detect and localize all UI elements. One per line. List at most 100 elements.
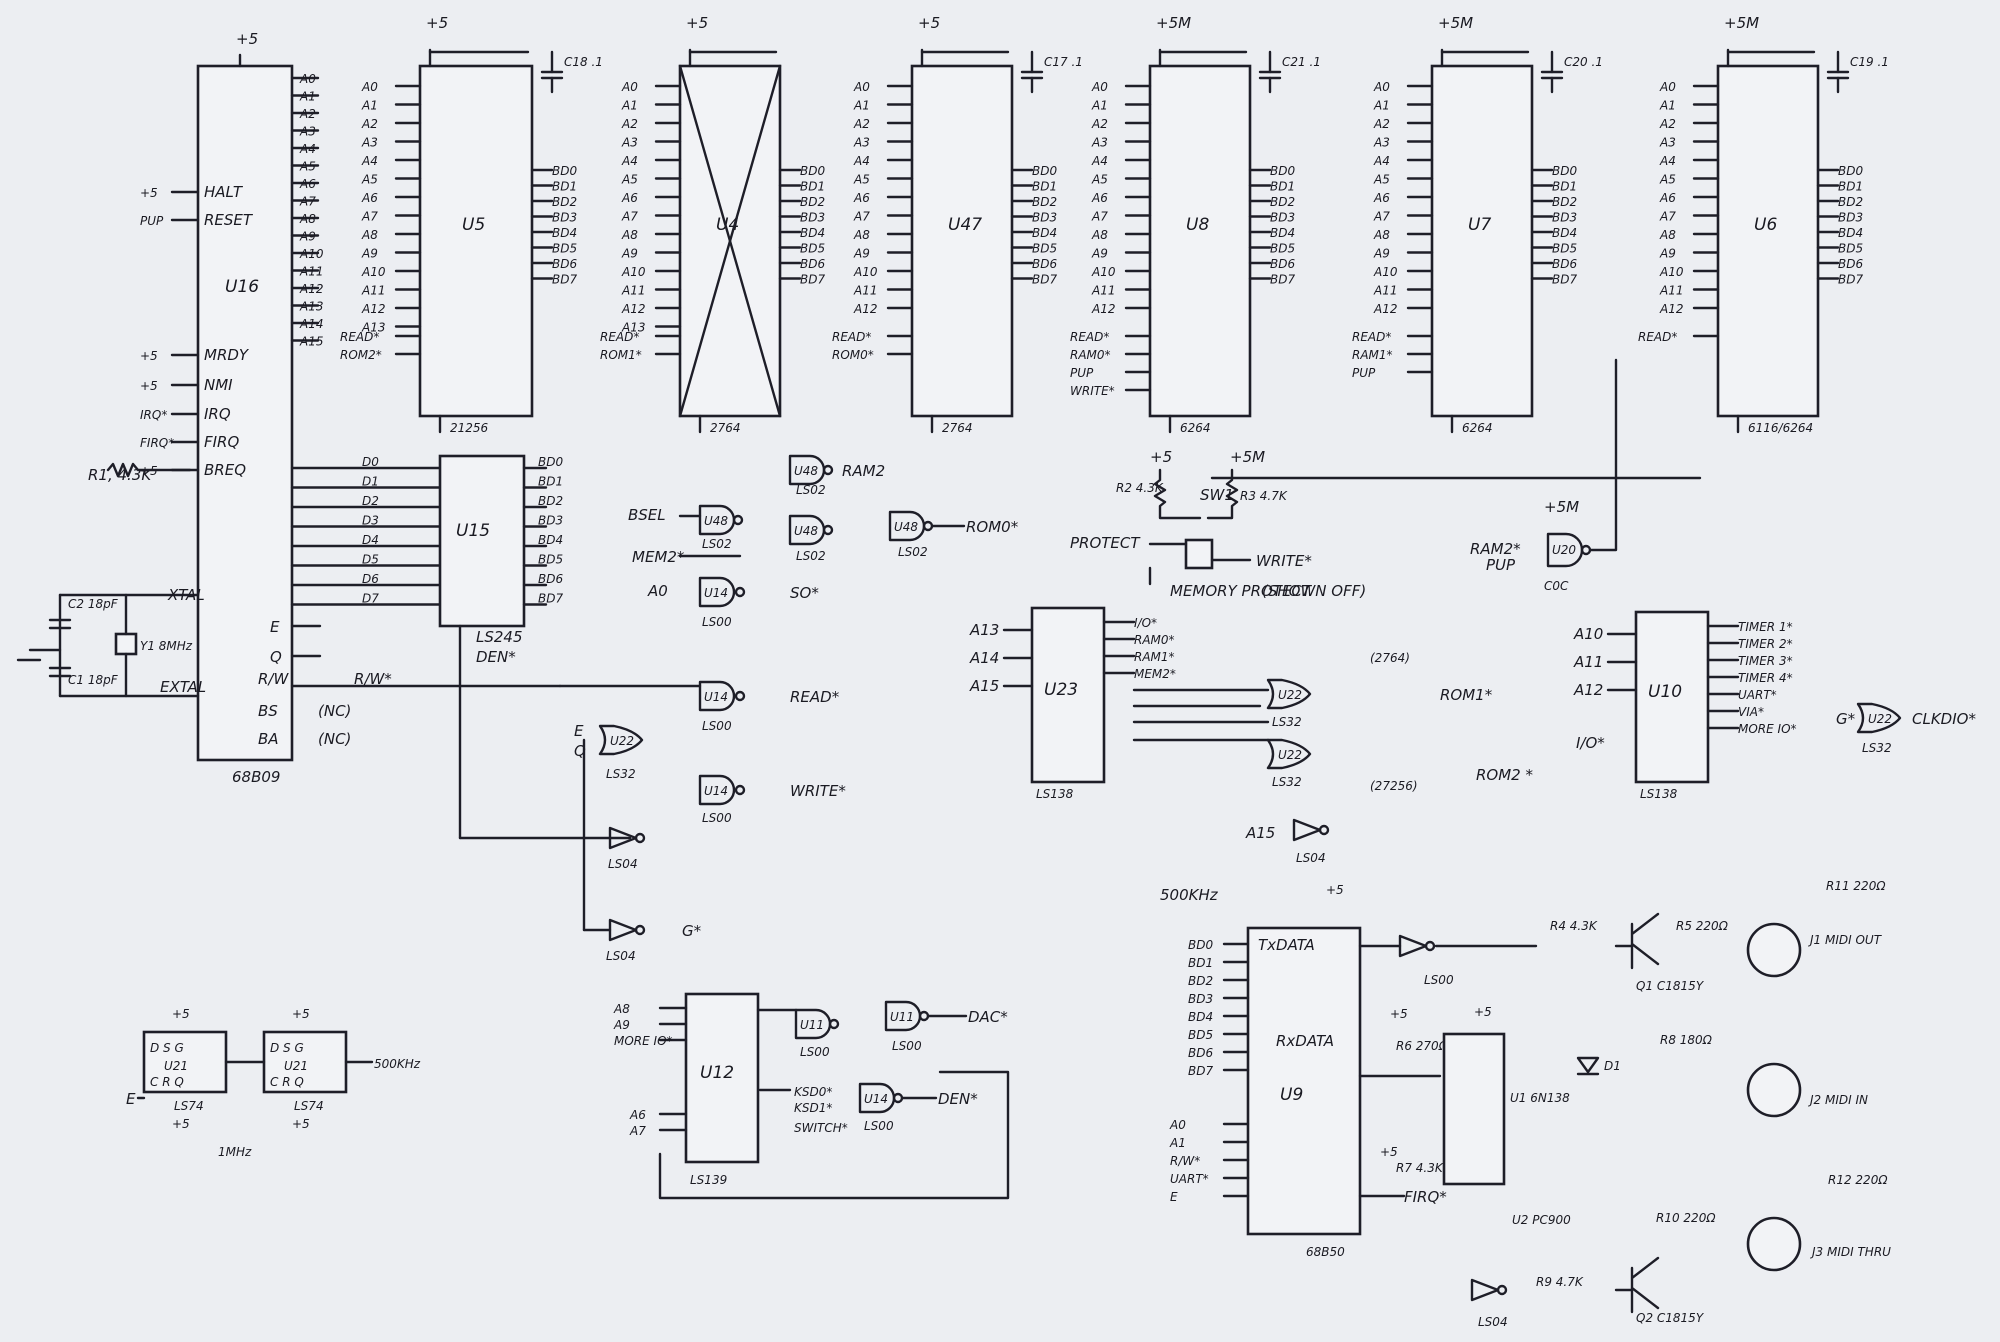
- u12-in1-1: A9: [613, 1018, 630, 1032]
- u9-ctl-2: R/W*: [1170, 1154, 1200, 1168]
- midi-500khz: 500KHz: [1160, 886, 1219, 904]
- u12-part: LS139: [690, 1173, 727, 1187]
- gate-bsel: BSEL: [628, 506, 666, 524]
- u47-a0: A0: [853, 80, 870, 94]
- u7-bd1: BD1: [1552, 180, 1577, 194]
- gate-u48-b-label: U48: [794, 464, 818, 478]
- u8-a1: A1: [1091, 99, 1108, 113]
- u47-bd6: BD6: [1032, 257, 1057, 271]
- u4-a12: A12: [621, 302, 645, 316]
- cpu-ctl-pre: +5: [140, 349, 158, 363]
- u7-body: [1430, 64, 1534, 418]
- cpu-ctl-reset: RESET: [204, 211, 254, 229]
- transistor-q2-label: Q2 C1815Y: [1636, 1311, 1705, 1325]
- opto-u1: U1 6N138: [1510, 1091, 1570, 1105]
- u5-a9: A9: [361, 247, 378, 261]
- u47-a7: A7: [853, 210, 870, 224]
- u15-name: U15: [456, 521, 490, 541]
- u12-return-wire: [658, 1070, 1010, 1200]
- u8-part: 6264: [1180, 421, 1211, 435]
- gate-u22-a: [598, 724, 644, 756]
- u9-part: 68B50: [1306, 1245, 1345, 1259]
- u5-cap-label: C18 .1: [564, 55, 603, 69]
- u47-a11: A11: [853, 284, 877, 298]
- u47-ctl-read: READ*: [832, 330, 871, 344]
- u5-a12: A12: [361, 302, 385, 316]
- address-decoders: U23LS138A13A14A15I/O*RAM0*RAM1*MEM2*U10L…: [969, 606, 1976, 865]
- u7-ctl-ram1: RAM1*: [1352, 348, 1393, 362]
- u9-rxdata: RxDATA: [1276, 1032, 1334, 1050]
- cpu-q: Q: [270, 648, 282, 666]
- gate-ls04-a-bubble: [634, 832, 646, 844]
- gate-ls04-c: [1292, 818, 1322, 842]
- optocoupler-u1-u2: [1442, 1032, 1506, 1186]
- u7-a3: A3: [1373, 136, 1390, 150]
- decoder-u23-out-2: RAM1*: [1134, 650, 1175, 664]
- cpu-addr-a0: A0: [299, 72, 316, 86]
- u9-bd7: BD7: [1188, 1064, 1213, 1078]
- jack-j3-label: J3 MIDI THRU: [1810, 1245, 1891, 1259]
- decoder-u10-part: LS138: [1640, 787, 1678, 801]
- u5-bd2: BD2: [552, 195, 577, 209]
- u47-cap-label: C17 .1: [1044, 55, 1083, 69]
- u5-name: U5: [462, 215, 485, 235]
- transistor-q1-label: Q1 C1815Y: [1636, 979, 1705, 993]
- u5-bd6: BD6: [552, 257, 577, 271]
- gate-e: E: [574, 722, 584, 740]
- gate-ls00-b: LS00: [702, 719, 732, 733]
- u7-a6: A6: [1373, 191, 1390, 205]
- cpu-addr-a5: A5: [299, 160, 316, 174]
- cpu-addr-a4: A4: [299, 142, 316, 156]
- gate-u22-a-label: U22: [610, 734, 634, 748]
- u22-clk-part: LS32: [1862, 741, 1892, 755]
- u7-a5: A5: [1373, 173, 1390, 187]
- u4-a11: A11: [621, 284, 645, 298]
- decoder-u23-part: LS138: [1036, 787, 1074, 801]
- u6-bd7: BD7: [1838, 273, 1863, 287]
- u5-a1: A1: [361, 99, 378, 113]
- protect-pwr2: +5M: [1230, 448, 1265, 466]
- midi-interface: U968B50TxDATARxDATA500KHz+5BD0BD1BD2BD3B…: [1160, 879, 1891, 1329]
- cpu-addr-a7: A7: [299, 195, 316, 209]
- flipflop-u21-b-bot: C R Q: [270, 1075, 304, 1089]
- decoder-u23-in-0: A13: [969, 621, 999, 639]
- switch-sw1-body[interactable]: [1184, 538, 1214, 570]
- u8-power: +5M: [1156, 14, 1191, 32]
- u15-bd3: BD3: [538, 514, 563, 528]
- flop-500khz: 500KHz: [374, 1057, 421, 1071]
- cpu-ctl-breq: BREQ: [204, 461, 246, 479]
- u11-midi-part: LS00: [1424, 973, 1454, 987]
- cpu-part: 68B09: [232, 768, 280, 786]
- decoder-u10-in-0: A10: [1573, 625, 1603, 643]
- decoder-u10-out-2: TIMER 3*: [1738, 654, 1793, 668]
- u4-ctl-read: READ*: [600, 330, 639, 344]
- resistor-r7: R7 4.3K: [1396, 1161, 1444, 1175]
- u5-a8: A8: [361, 228, 378, 242]
- gate-u11-midi: [1398, 934, 1428, 958]
- decoder-u10-out-0: TIMER 1*: [1738, 620, 1793, 634]
- u23-rom1: ROM1*: [1440, 686, 1493, 704]
- u9-txdata: TxDATA: [1258, 936, 1315, 954]
- jack-j3: [1746, 1216, 1802, 1272]
- u9-ctl-0: A0: [1169, 1118, 1186, 1132]
- gate-g-out: G*: [682, 922, 702, 940]
- resistor-r11: R11 220Ω: [1826, 879, 1886, 893]
- u7-a1: A1: [1373, 99, 1390, 113]
- gate-ls02-d: LS02: [898, 545, 928, 559]
- jack-j1: [1746, 922, 1802, 978]
- u6-ctl-read: READ*: [1638, 330, 1677, 344]
- resistor-r6: R6 270Ω: [1396, 1039, 1449, 1053]
- u6-bd0: BD0: [1838, 164, 1863, 178]
- resistor-r8: R8 180Ω: [1660, 1033, 1713, 1047]
- u4-a2: A2: [621, 117, 638, 131]
- cpu-r1: R1, 4.3K: [88, 466, 152, 484]
- inversion-bubble: [822, 464, 834, 476]
- u8-a2: A2: [1091, 117, 1108, 131]
- u6-a4: A4: [1659, 154, 1676, 168]
- cpu-data-d4: D4: [362, 533, 379, 547]
- u7-a8: A8: [1373, 228, 1390, 242]
- transistor-q1: [1614, 912, 1660, 970]
